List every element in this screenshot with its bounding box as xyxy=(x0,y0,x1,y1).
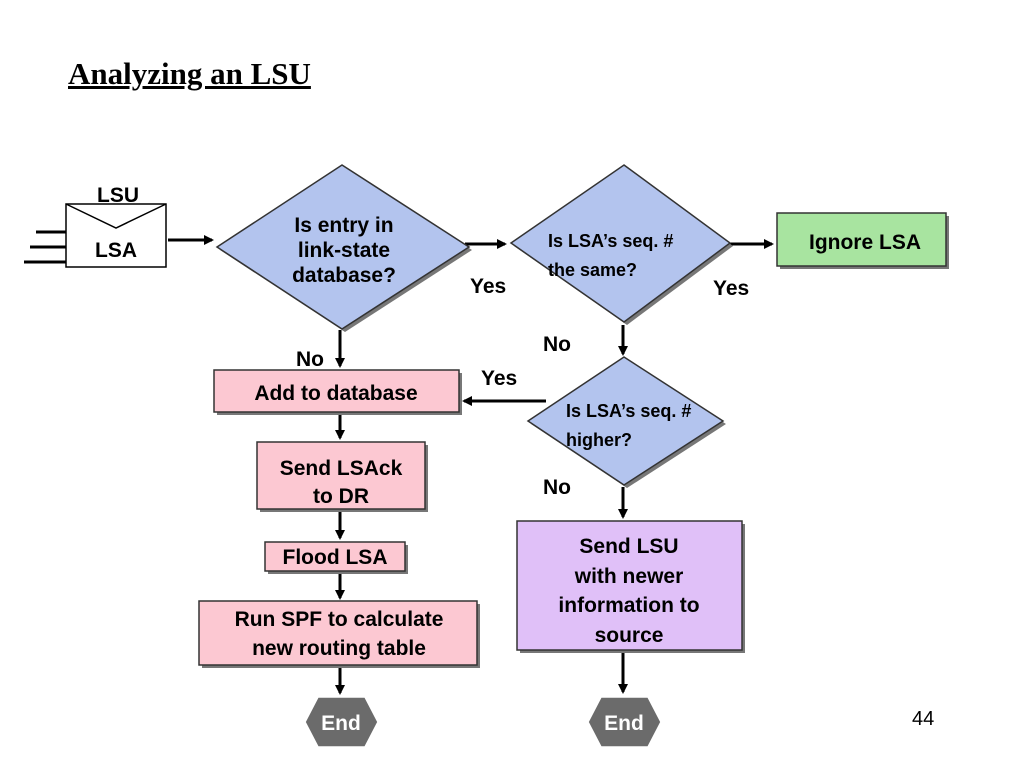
box-flood-lsa: Flood LSA xyxy=(264,541,408,574)
process-box xyxy=(213,369,460,413)
decision-line: Is LSA’s seq. # xyxy=(566,401,691,421)
decision-diamond xyxy=(215,164,471,330)
edge-label-no: No xyxy=(543,476,571,499)
lsu-envelope: LSU LSA xyxy=(24,184,167,268)
box-line: with newer xyxy=(574,565,684,588)
connectors xyxy=(168,235,774,695)
edge-label-no: No xyxy=(543,333,571,356)
box-line: Ignore LSA xyxy=(809,231,921,254)
edge-label-no: No xyxy=(296,348,324,371)
box-ignore-lsa: Ignore LSA xyxy=(776,212,949,269)
envelope-flap xyxy=(65,203,167,229)
box-line: Run SPF to calculate xyxy=(235,608,444,631)
decision-line: the same? xyxy=(548,260,637,280)
decision-seq-higher: Is LSA’s seq. # higher? xyxy=(526,356,726,488)
decision-entry-in-db: Is entry in link-state database? xyxy=(215,164,472,332)
end-label: End xyxy=(604,712,644,735)
page-number: 44 xyxy=(912,708,935,730)
box-line: to DR xyxy=(313,485,369,508)
decision-diamond xyxy=(509,164,732,323)
box-line: new routing table xyxy=(252,637,426,660)
edge-label-yes: Yes xyxy=(481,367,517,390)
end-hexagon xyxy=(304,696,379,748)
box-line: Flood LSA xyxy=(283,546,388,569)
decision-line: Is LSA’s seq. # xyxy=(548,231,673,251)
box-send-lsu: Send LSU with newer information to sourc… xyxy=(516,520,745,653)
decision-line: database? xyxy=(292,264,396,287)
edge-label-yes: Yes xyxy=(713,277,749,300)
box-line: Add to database xyxy=(254,382,417,405)
box-add-to-database: Add to database xyxy=(213,369,462,415)
end-hexagon xyxy=(587,696,662,748)
terminal-end-left: End xyxy=(304,696,379,748)
envelope-outer-label: LSU xyxy=(97,184,139,207)
process-box xyxy=(198,600,478,666)
decision-line: link-state xyxy=(298,239,390,262)
terminal-end-right: End xyxy=(587,696,662,748)
box-send-lsack: Send LSAck to DR xyxy=(256,441,428,512)
decision-line: Is entry in xyxy=(294,214,393,237)
process-box xyxy=(256,441,426,510)
box-line: source xyxy=(595,624,664,647)
box-line: information to xyxy=(558,594,699,617)
box-line: Send LSAck xyxy=(280,457,403,480)
process-box xyxy=(516,520,743,651)
box-line: Send LSU xyxy=(579,535,678,558)
decision-diamond xyxy=(526,356,725,486)
envelope-inner-label: LSA xyxy=(95,239,137,262)
edge-labels: Yes No Yes No Yes No xyxy=(296,275,749,499)
edge-label-yes: Yes xyxy=(470,275,506,298)
decision-line: higher? xyxy=(566,430,632,450)
process-box xyxy=(264,541,406,572)
box-run-spf: Run SPF to calculate new routing table xyxy=(198,600,480,668)
decision-seq-same: Is LSA’s seq. # the same? xyxy=(509,164,733,325)
envelope-body xyxy=(65,203,167,268)
end-label: End xyxy=(321,712,361,735)
process-box xyxy=(776,212,947,267)
slide-title: Analyzing an LSU xyxy=(68,56,311,91)
